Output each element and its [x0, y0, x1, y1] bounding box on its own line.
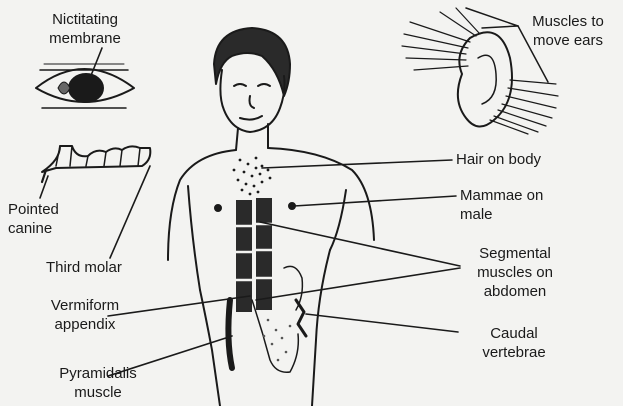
label-hair-on-body: Hair on body	[456, 150, 541, 169]
label-mammae-on-male: Mammae on male	[460, 186, 543, 224]
human-figure	[168, 28, 374, 406]
label-caudal-vertebrae: Caudal vertebrae	[464, 324, 564, 362]
label-third-molar: Third molar	[46, 258, 122, 277]
eye-illustration	[36, 64, 134, 108]
teeth-illustration	[42, 146, 150, 182]
label-muscles-to-move-ears: Muscles to move ears	[515, 12, 621, 50]
label-segmental-muscles: Segmental muscles on abdomen	[458, 244, 572, 301]
label-pyramidalis-muscle: Pyramidalis muscle	[44, 364, 152, 402]
label-nictitating-membrane: Nictitating membrane	[30, 10, 140, 48]
label-vermiform-appendix: Vermiform appendix	[30, 296, 140, 334]
label-pointed-canine: Pointed canine	[8, 200, 59, 238]
